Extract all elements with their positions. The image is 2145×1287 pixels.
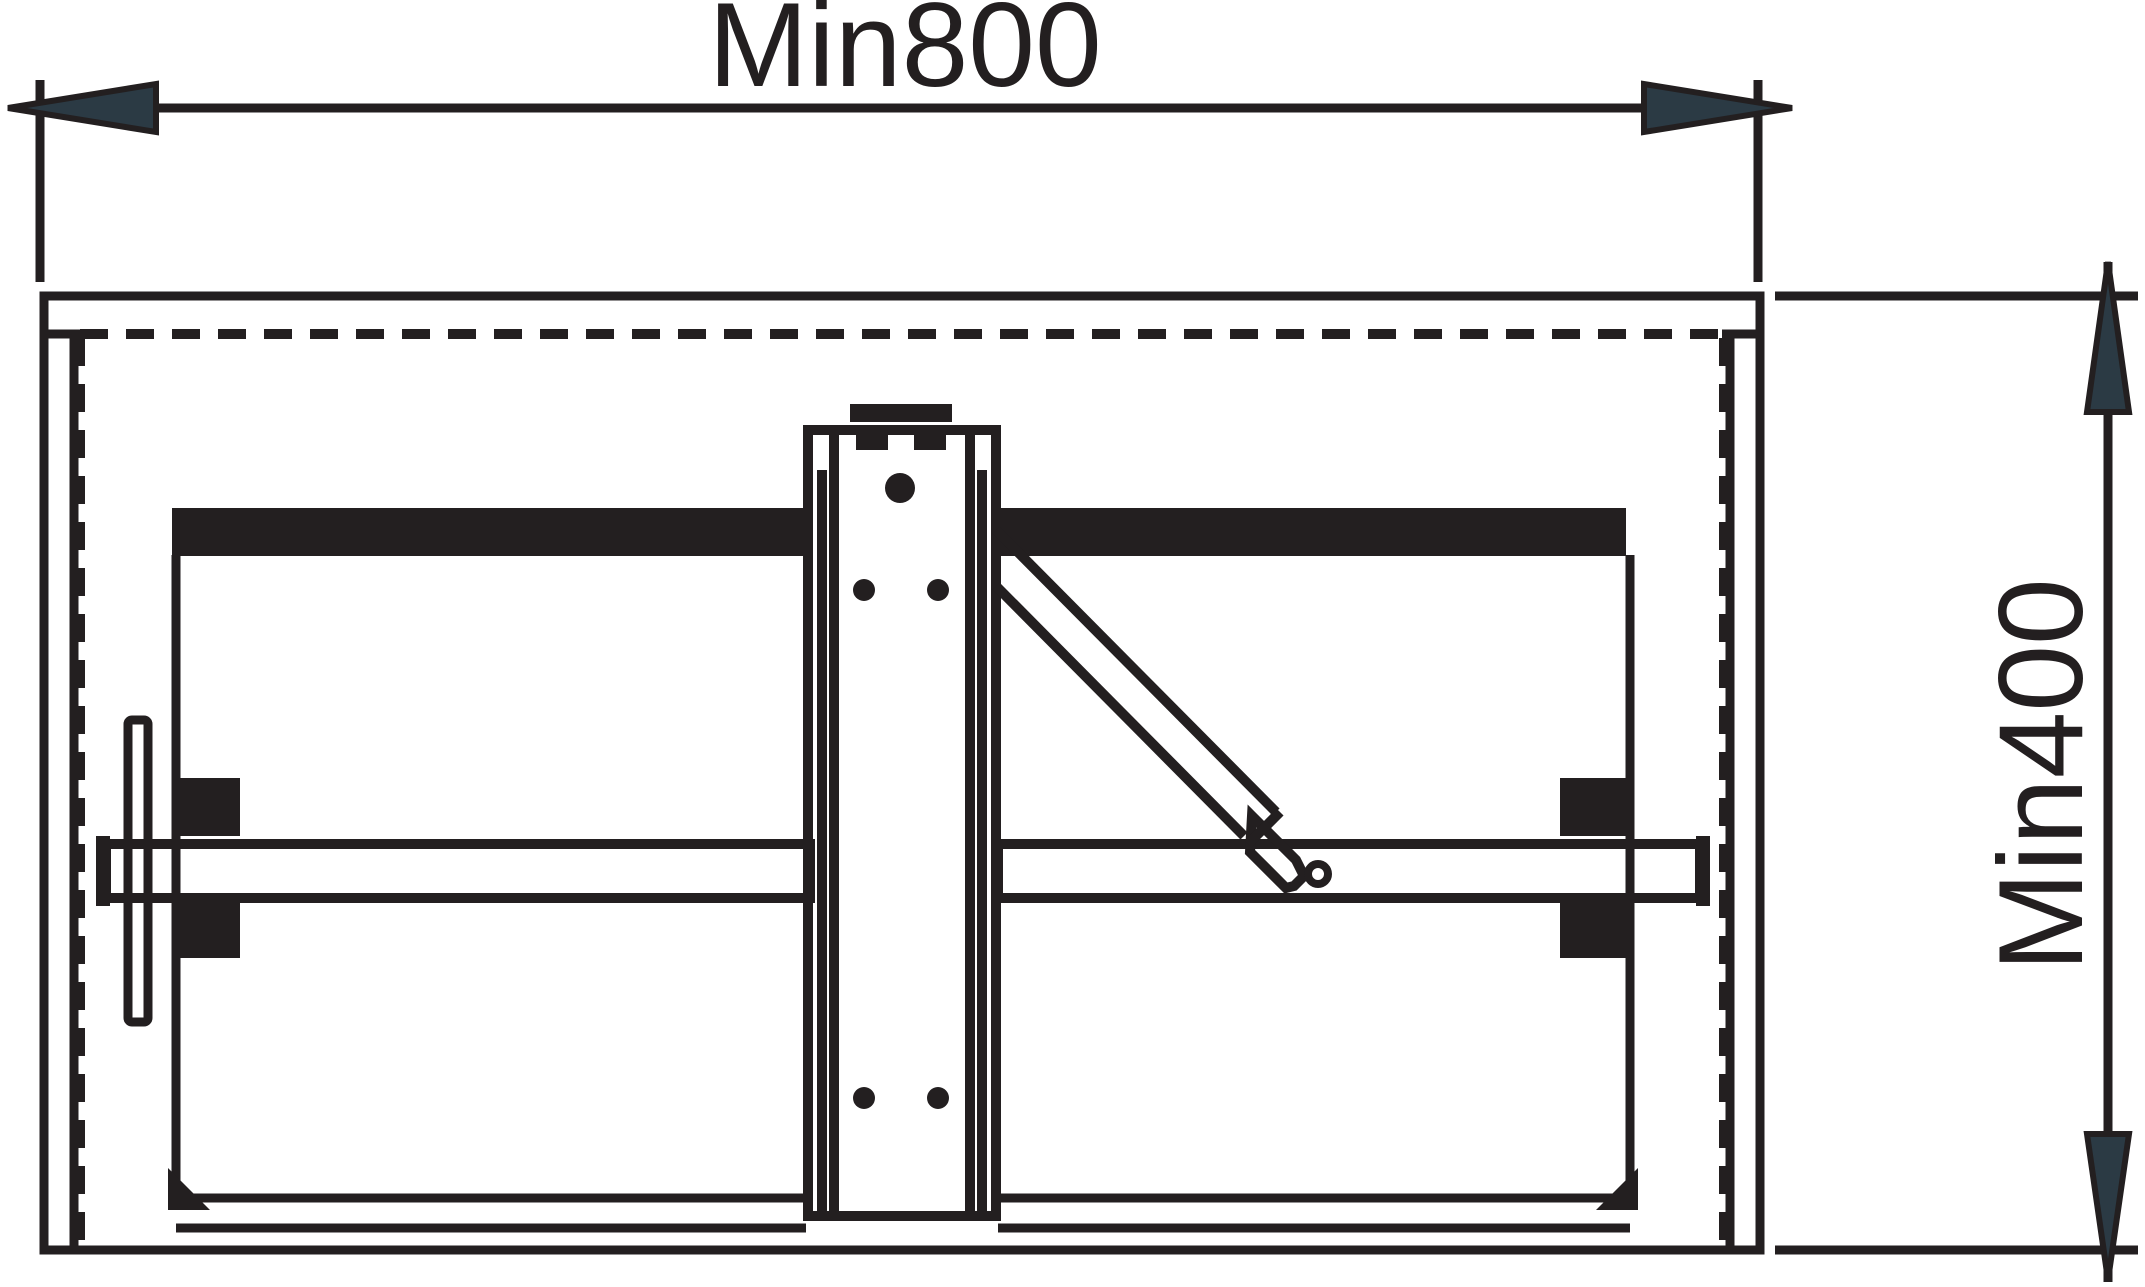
left-basket-corner <box>168 1168 210 1210</box>
column-top-notch-right <box>914 428 946 450</box>
right-basket-mount-upper <box>1560 778 1632 836</box>
pivot-pin <box>123 715 153 1027</box>
height-arrow-top <box>2083 261 2133 415</box>
column-bolt-lower-right <box>927 1087 949 1109</box>
column-inner <box>829 425 975 1221</box>
central-column <box>803 404 1001 1221</box>
height-arrow-bottom <box>2083 1131 2133 1281</box>
column-top-cap <box>850 404 952 422</box>
column-bolt-lower-left <box>853 1087 875 1109</box>
right-basket-mount-lower <box>1560 900 1632 958</box>
right-basket <box>996 508 1638 1233</box>
width-arrow-right <box>1641 80 1793 136</box>
brace-upper-edge <box>992 526 1280 816</box>
cabinet-outline <box>39 291 1765 1255</box>
right-basket-top-rail <box>996 508 1626 556</box>
brace-end-bracket <box>1244 804 1311 894</box>
swing-arm-left-cap <box>96 836 110 906</box>
column-bolt-top <box>885 473 915 503</box>
width-arrow-left <box>7 80 159 136</box>
width-dimension: Min800 <box>7 0 1793 282</box>
brace-joint <box>1244 808 1284 848</box>
column-top-notch-left <box>856 428 888 450</box>
swing-arm-right <box>993 839 1705 903</box>
column-bolt-upper-left <box>853 579 875 601</box>
left-basket-top-rail <box>172 508 808 556</box>
brace-lower-edge <box>992 582 1248 840</box>
left-basket-mount-lower <box>176 900 240 958</box>
column-bolt-upper-right <box>927 579 949 601</box>
width-label: Min800 <box>708 0 1102 112</box>
cabinet-outer-frame <box>39 291 1765 1255</box>
swing-arm-left <box>101 839 815 903</box>
swing-arm <box>96 836 1710 906</box>
brace-pivot-bolt <box>1304 860 1332 888</box>
right-basket-corner <box>1596 1168 1638 1210</box>
left-basket-mount-upper <box>176 778 240 836</box>
height-dimension: Min400 <box>1775 261 2138 1282</box>
swing-arm-right-cap <box>1696 836 1710 906</box>
left-basket <box>168 508 808 1233</box>
height-label: Min400 <box>1974 578 2108 972</box>
pivot-pin-body <box>123 715 153 1027</box>
inner-clearance-dashed <box>75 329 1729 1250</box>
diagonal-brace <box>992 526 1332 894</box>
